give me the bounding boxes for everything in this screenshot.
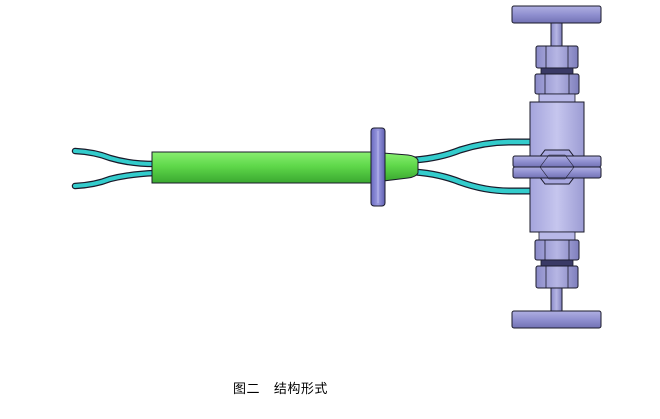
valve-handwheel-bottom xyxy=(511,310,602,329)
valve-handwheel-top xyxy=(511,5,602,24)
flange xyxy=(370,127,386,207)
twin-needle-valve xyxy=(511,5,602,329)
sheath-taper xyxy=(382,152,419,182)
valve-balance-handle-lower xyxy=(512,166,602,179)
impulse-tube-right xyxy=(411,138,536,195)
valve-stem-top xyxy=(550,22,563,48)
impulse-tube-lower-right-fill xyxy=(412,169,535,194)
impulse-tube xyxy=(71,147,159,190)
valve-balance-handle-upper xyxy=(512,155,602,168)
impulse-tube-upper-left-fill xyxy=(73,149,157,166)
valve-bonnet-nut-bottom xyxy=(534,239,580,261)
impulse-tube-upper-right-fill xyxy=(412,139,535,163)
figure-caption: 图二 结构形式 xyxy=(233,382,328,397)
impulse-tube-lower-left-fill xyxy=(73,171,157,188)
valve-packing-nut-bottom xyxy=(535,265,579,289)
sheath-body xyxy=(151,151,379,184)
valve-stem-bottom xyxy=(550,287,563,313)
valve-bonnet-nut-top xyxy=(534,73,580,95)
valve-packing-nut-top xyxy=(535,45,579,69)
